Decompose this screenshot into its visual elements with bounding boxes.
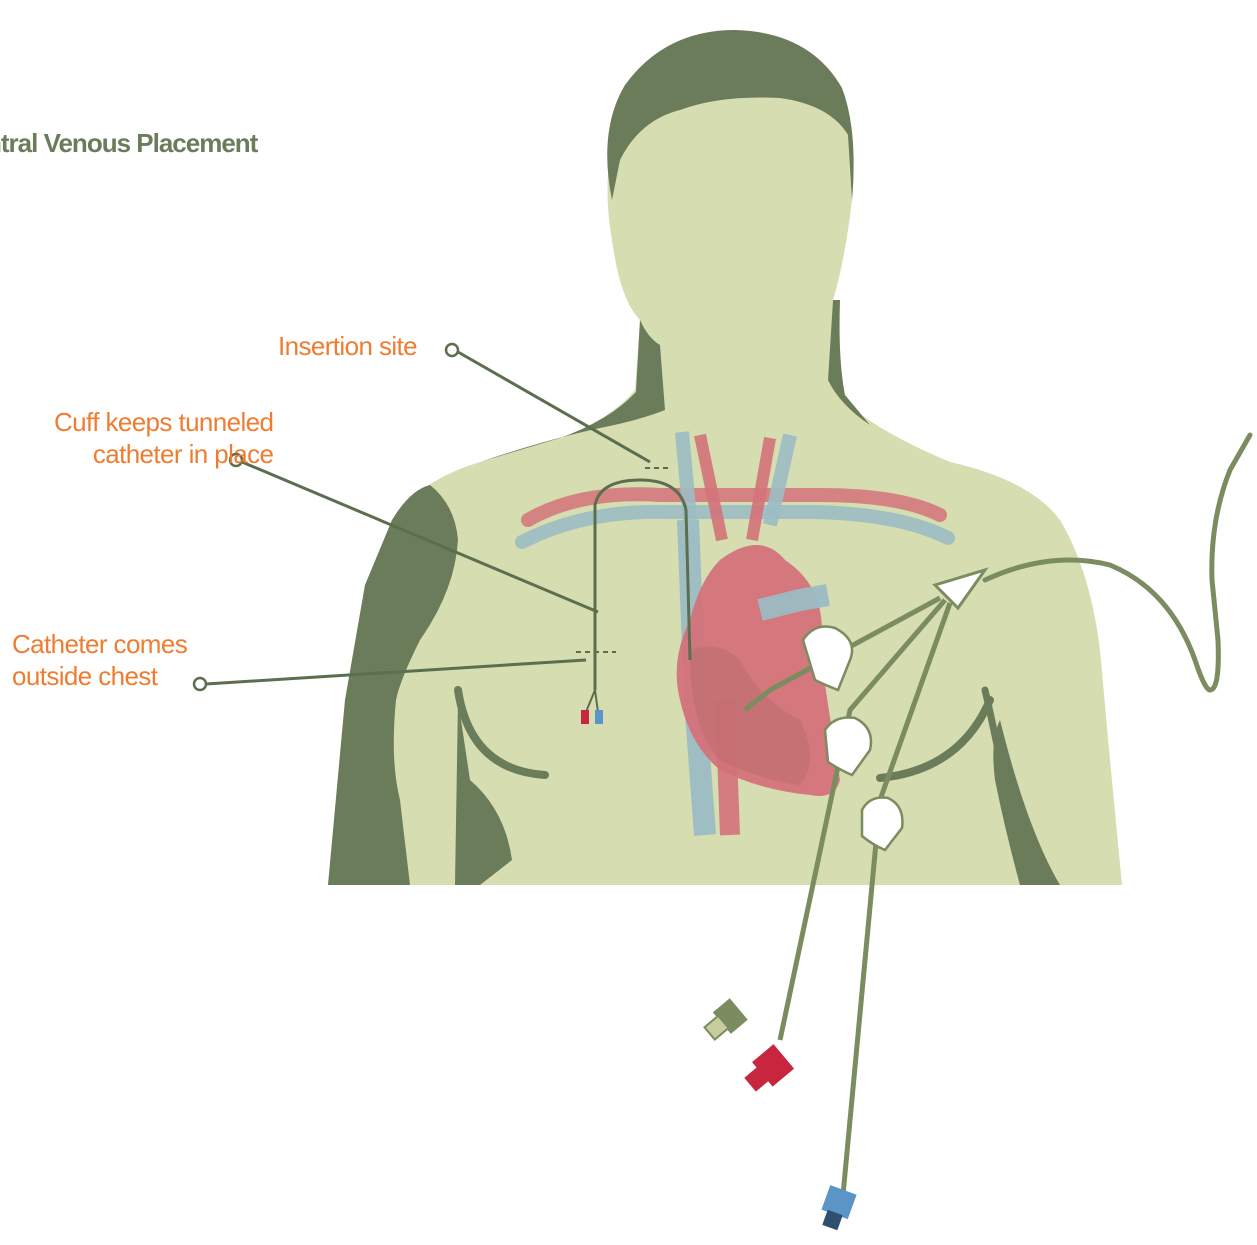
label-cuff-line2: catheter in place xyxy=(54,438,273,470)
connector-blue xyxy=(817,1185,857,1232)
label-catheter-outside: Catheter comes outside chest xyxy=(12,628,187,692)
leader-insertion-dot xyxy=(446,344,458,356)
label-cuff-line1: Cuff keeps tunneled xyxy=(54,406,273,438)
label-insertion-site: Insertion site xyxy=(278,330,417,362)
leader-outside-dot xyxy=(194,678,206,690)
label-outside-line1: Catheter comes xyxy=(12,628,187,660)
label-insertion-site-text: Insertion site xyxy=(278,330,417,362)
mini-red-port xyxy=(581,710,589,724)
label-outside-line2: outside chest xyxy=(12,660,187,692)
label-cuff: Cuff keeps tunneled catheter in place xyxy=(54,406,273,470)
pulmonary-vein xyxy=(760,595,828,610)
diagram-title: ntral Venous Placement xyxy=(0,128,257,159)
mini-blue-port xyxy=(595,710,603,724)
connector-red xyxy=(740,1044,794,1097)
connector-green xyxy=(701,998,748,1044)
